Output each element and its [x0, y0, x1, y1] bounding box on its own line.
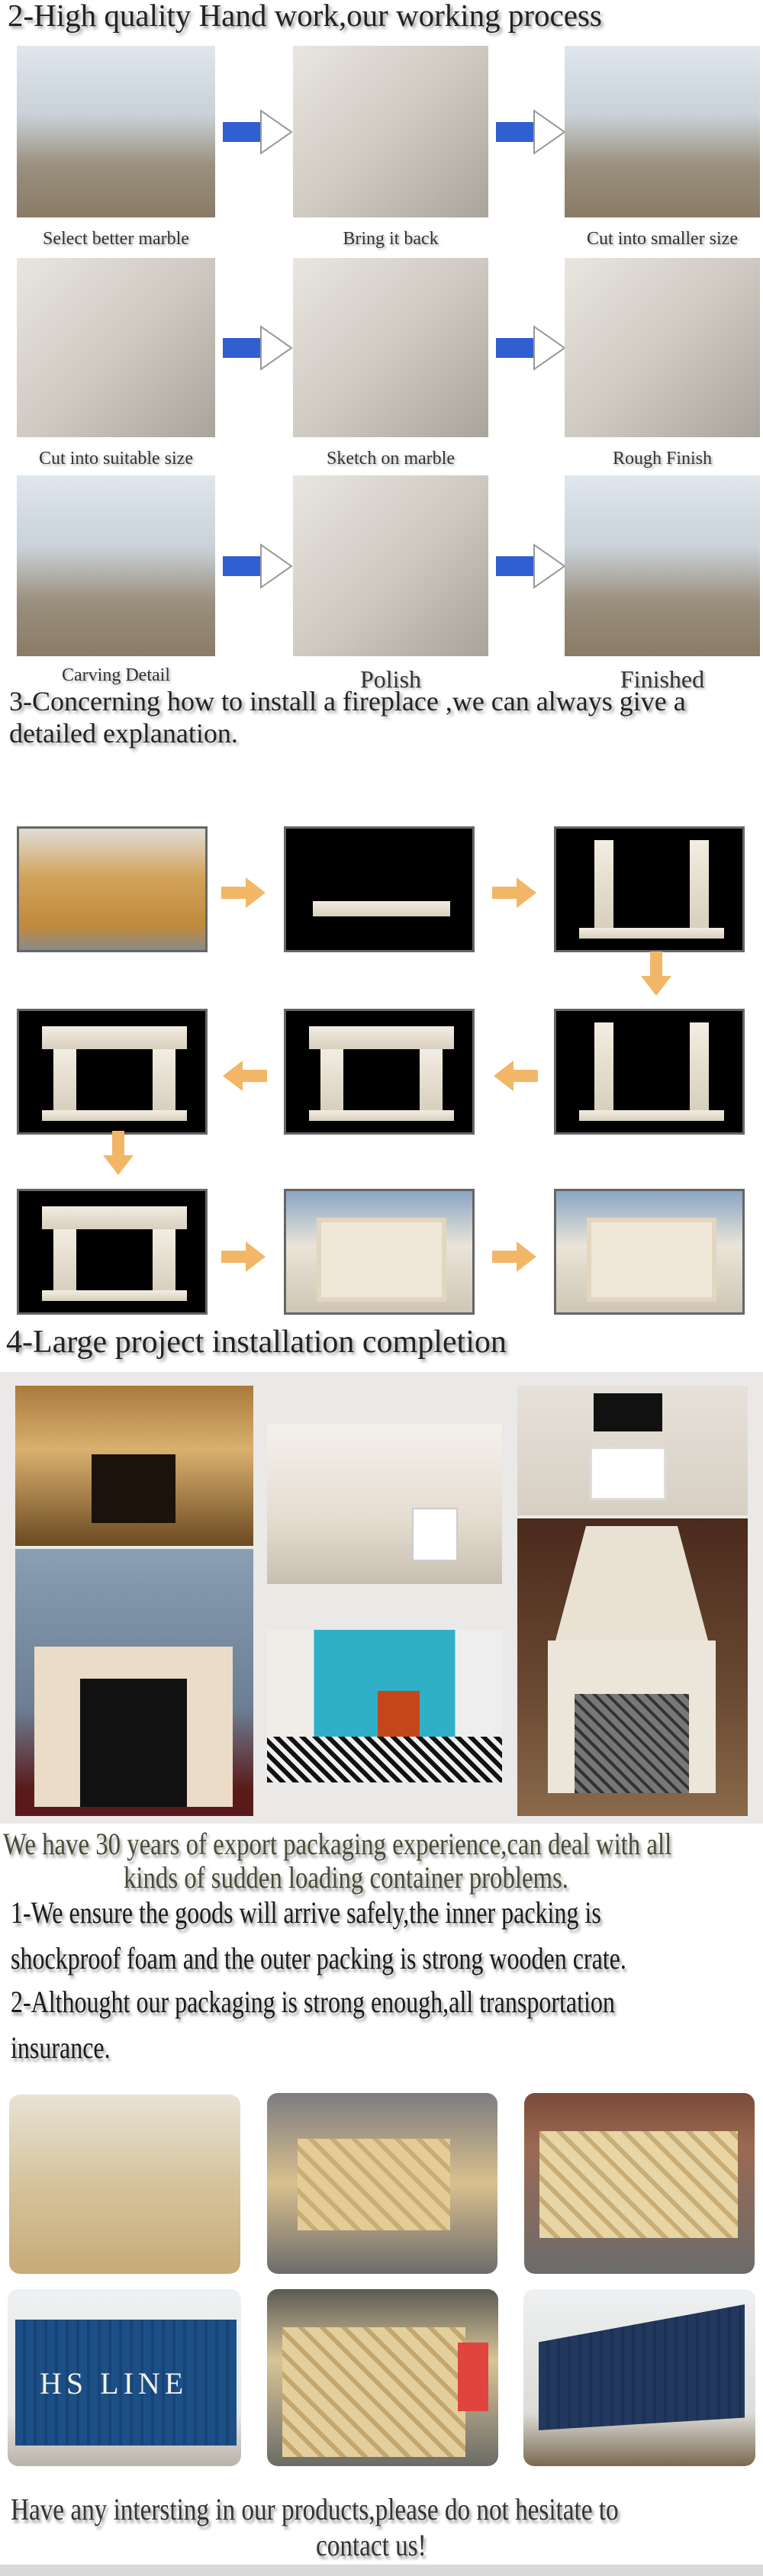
project-gallery: [0, 1372, 763, 1824]
process-caption: Rough Finish: [612, 449, 713, 469]
install-step-photo: [284, 1189, 475, 1315]
process-caption: Finished: [620, 665, 705, 693]
section-2-title: 2-High quality Hand work,our working pro…: [8, 0, 602, 33]
process-photo: [17, 258, 215, 437]
packaging-intro-line2: kinds of sudden loading container proble…: [124, 1860, 569, 1895]
process-photo: [565, 258, 760, 437]
process-caption: Carving Detail: [62, 665, 170, 685]
packaging-intro-line1: We have 30 years of export packaging exp…: [3, 1827, 672, 1861]
orange-arrow-icon: [95, 1131, 141, 1175]
project-photo-living-room: [267, 1424, 502, 1584]
install-step-photo: [554, 1189, 745, 1315]
orange-arrow-icon: [492, 1240, 538, 1277]
orange-arrow-icon: [221, 876, 267, 913]
closing-line2: contact us!: [316, 2528, 427, 2562]
process-caption: Polish: [359, 665, 422, 693]
process-photo: [293, 46, 488, 217]
packaging-point1-line2: shockproof foam and the outer packing is…: [11, 1941, 626, 1975]
closing-line1: Have any intersting in our products,plea…: [11, 2492, 619, 2526]
blue-arrow-icon: [221, 543, 294, 589]
project-photo-carved-fireplace: [15, 1386, 253, 1546]
orange-arrow-icon: [221, 1240, 267, 1277]
process-caption: Sketch on marble: [327, 449, 455, 469]
orange-arrow-icon: [633, 952, 679, 996]
install-step-photo: [284, 1009, 475, 1135]
process-caption: Select better marble: [43, 229, 189, 249]
packaging-point2-line1: 2-Althought our packaging is strong enou…: [11, 1985, 615, 2019]
project-photo-grand-fireplace: [517, 1518, 748, 1816]
blue-arrow-icon: [221, 108, 294, 155]
container-photo-truck: [523, 2289, 755, 2466]
project-photo-teal-room: [267, 1630, 502, 1782]
packing-photo-crates: [267, 2093, 497, 2274]
packing-photo-crate-stack: [524, 2093, 755, 2274]
install-step-photo: [17, 1009, 208, 1135]
process-photo: [565, 46, 760, 217]
process-photo: [565, 475, 760, 656]
orange-arrow-icon: [492, 1059, 538, 1096]
project-photo-figure-fireplace: [15, 1549, 253, 1816]
install-step-photo: [554, 1009, 745, 1135]
orange-arrow-icon: [492, 876, 538, 913]
install-step-photo: [17, 826, 208, 952]
process-photo: [293, 475, 488, 656]
process-photo: [17, 46, 215, 217]
process-photo: [17, 475, 215, 656]
packaging-point2-line2: insurance.: [11, 2030, 111, 2065]
packaging-point1-line1: 1-We ensure the goods will arrive safely…: [11, 1895, 601, 1930]
project-photo-white-fireplace: [517, 1386, 748, 1515]
blue-arrow-icon: [494, 324, 567, 371]
packing-photo-foam: [9, 2095, 240, 2274]
install-step-photo: [554, 826, 745, 952]
process-caption: Bring it back: [343, 229, 439, 249]
process-caption: Cut into suitable size: [39, 449, 193, 469]
section-3-title-line2: detailed explanation.: [9, 718, 238, 749]
process-photo: [293, 258, 488, 437]
process-caption: Cut into smaller size: [587, 229, 738, 249]
section-3-title-line1: 3-Concerning how to install a fireplace …: [9, 686, 686, 716]
section-4-title: 4-Large project installation completion: [6, 1325, 507, 1360]
blue-arrow-icon: [494, 543, 567, 589]
blue-arrow-icon: [494, 108, 567, 155]
container-photo-hs-line: HS LINE: [8, 2289, 241, 2466]
container-label: HS LINE: [40, 2366, 188, 2401]
bottom-bar: [0, 2565, 763, 2576]
container-photo-loading: [267, 2289, 498, 2466]
orange-arrow-icon: [221, 1059, 267, 1096]
blue-arrow-icon: [221, 324, 294, 371]
install-step-photo: [284, 826, 475, 952]
install-step-photo: [17, 1189, 208, 1315]
